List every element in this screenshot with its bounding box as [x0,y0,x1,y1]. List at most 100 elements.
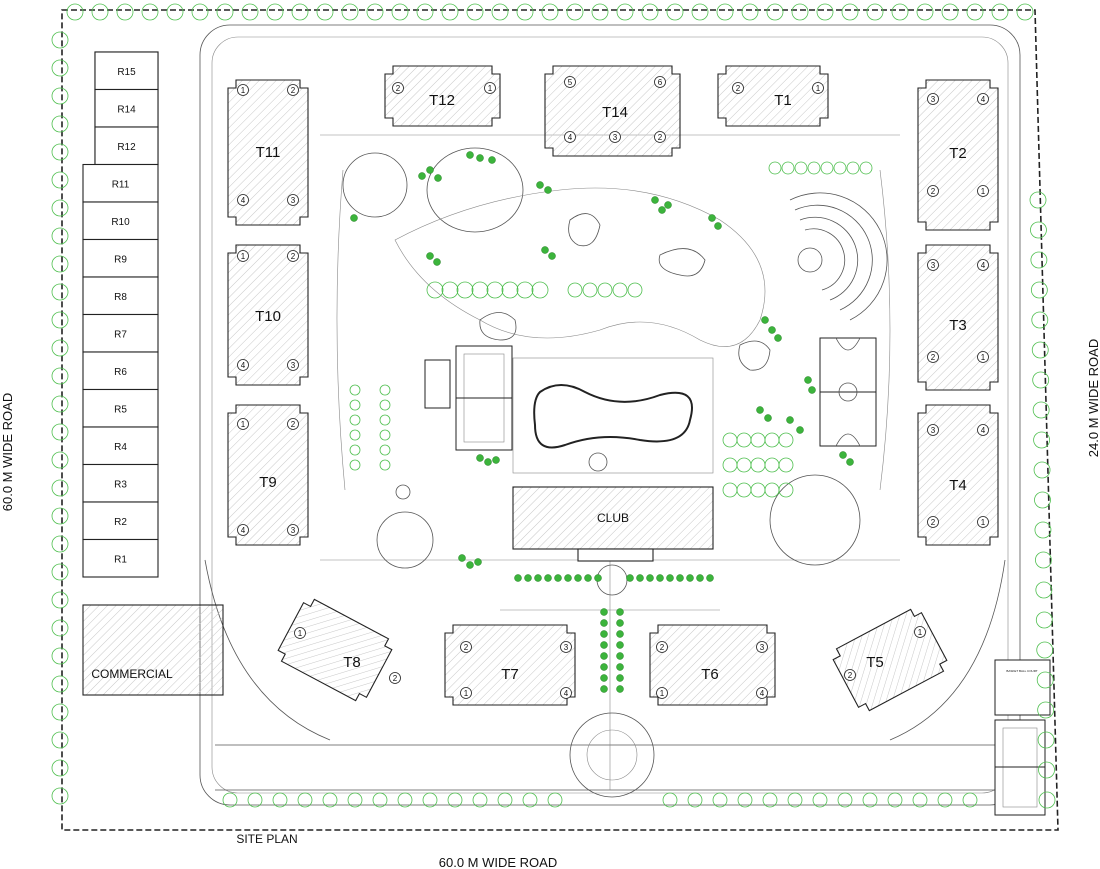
unit-marker [927,424,939,436]
unit-marker [560,641,572,653]
tower-footprint [917,404,999,546]
tower-t7: T7 2 3 1 4 [444,624,576,706]
row-house-r5 [82,388,159,428]
swimming-pool [512,357,714,474]
row-house-label: R9 [114,254,127,265]
unit-marker [287,194,299,206]
unit-number: 2 [736,84,741,93]
tower-footprint [444,624,576,706]
unit-number: 2 [931,518,936,527]
row-house-label: R1 [114,554,127,565]
row-house-r3 [82,463,159,503]
unit-marker [237,418,249,430]
unit-number: 3 [760,643,765,652]
unit-number: 4 [241,361,246,370]
tower-label: T6 [701,666,719,683]
site-plan-title: SITE PLAN [236,832,297,846]
unit-number: 1 [241,252,246,261]
unit-number: 1 [981,518,986,527]
row-house-r1 [82,538,159,578]
unit-marker [287,84,299,96]
unit-marker [237,194,249,206]
tower-label: T8 [343,654,361,671]
unit-number: 3 [291,361,296,370]
unit-number: 2 [658,133,663,142]
unit-marker [977,93,989,105]
commercial-label: COMMERCIAL [91,667,173,681]
unit-number: 1 [488,84,493,93]
unit-marker [237,524,249,536]
tower-label: T1 [774,92,792,109]
unit-marker [237,84,249,96]
unit-number: 5 [568,78,573,87]
trees [51,3,1056,809]
unit-marker [237,250,249,262]
unit-marker [977,424,989,436]
unit-number: 1 [981,353,986,362]
tower-footprint [384,65,501,127]
unit-number: 2 [396,84,401,93]
club-label: CLUB [597,511,629,525]
unit-marker [560,687,572,699]
unit-marker [977,259,989,271]
unit-marker [756,687,768,699]
unit-number: 1 [241,420,246,429]
tennis-court [424,345,513,451]
unit-marker [460,687,472,699]
unit-marker [927,516,939,528]
unit-marker [389,672,401,684]
unit-number: 2 [464,643,469,652]
unit-marker [237,359,249,371]
unit-number: 2 [291,420,296,429]
sports-court-southeast: BASKET BALL COURT [994,659,1051,816]
unit-number: 3 [291,526,296,535]
tower-footprint [227,404,309,546]
unit-marker [484,82,496,94]
unit-number: 6 [658,78,663,87]
unit-number: 1 [241,86,246,95]
landscape-features [336,147,891,798]
unit-marker [460,641,472,653]
unit-number: 3 [931,261,936,270]
unit-marker [812,82,824,94]
unit-marker [914,626,926,638]
tower-footprint [649,624,776,706]
unit-number: 4 [241,526,246,535]
tower-footprint [544,65,681,157]
unit-number: 2 [393,674,398,683]
unit-number: 4 [981,261,986,270]
unit-number: 3 [564,643,569,652]
row-house-r11 [82,163,159,203]
tower-footprint [227,79,309,226]
unit-marker [927,259,939,271]
unit-marker [654,76,666,88]
east-road-label: 24.0 M WIDE ROAD [1086,339,1100,457]
row-house-r8 [82,276,159,316]
row-house-label: R2 [114,517,127,528]
unit-number: 1 [464,689,469,698]
unit-number: 4 [564,689,569,698]
unit-marker [294,627,306,639]
tower-footprint [832,608,948,712]
tower-t9: T9 1 2 4 3 [227,404,309,546]
unit-number: 2 [291,86,296,95]
row-house-r10 [82,201,159,241]
unit-marker [844,669,856,681]
row-house-label: R6 [114,367,127,378]
tower-label: T7 [501,666,519,683]
tower-label: T10 [255,308,281,325]
unit-marker [287,524,299,536]
basketball-court [819,337,877,447]
tower-footprint [277,598,393,702]
row-house-r4 [82,426,159,466]
tower-footprint [227,244,309,386]
tower-label: T9 [259,474,277,491]
tower-label: T11 [256,144,281,161]
